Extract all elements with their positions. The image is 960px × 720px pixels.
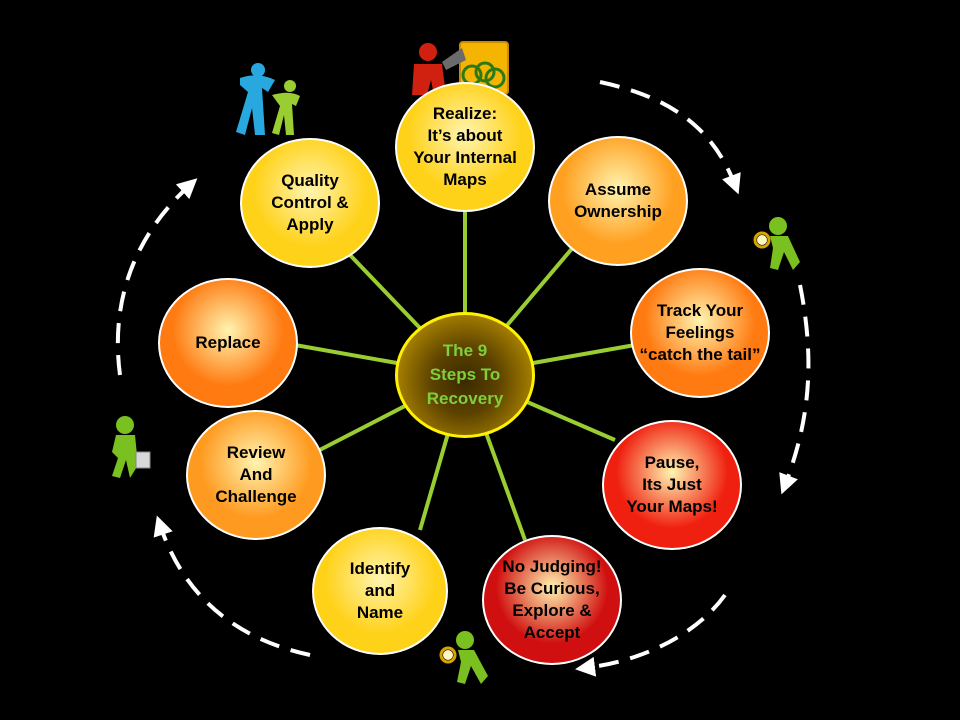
step-node-7: Review And Challenge (186, 410, 326, 540)
step-label-8: Replace (195, 333, 261, 352)
people-icon (236, 63, 300, 135)
step-label-6: Identify and Name (349, 559, 411, 622)
center-hub: The 9 Steps To Recovery (395, 312, 535, 438)
step-node-4: Pause, Its Just Your Maps! (602, 420, 742, 550)
step-label-9: Quality Control & Apply (271, 171, 349, 234)
step-node-1: Realize: It’s about Your Internal Maps (395, 82, 535, 212)
center-label: The 9 Steps To Recovery (426, 341, 504, 408)
arrow-right (779, 284, 811, 495)
step-node-9: Quality Control & Apply (240, 138, 380, 268)
step-node-6: Identify and Name (312, 527, 448, 655)
step-label-3: Track Your Feelings “catch the tail” (639, 301, 761, 364)
step-node-3: Track Your Feelings “catch the tail” (630, 268, 770, 398)
step-label-4: Pause, Its Just Your Maps! (626, 453, 718, 516)
step-node-5: No Judging! Be Curious, Explore & Accept (482, 535, 622, 665)
step-node-2: Assume Ownership (548, 136, 688, 266)
arrow-bottom-right (575, 593, 727, 677)
arrow-left (115, 178, 198, 376)
magnifier-figure-icon (753, 217, 800, 270)
arrow-bottom-left (153, 515, 311, 657)
briefcase-figure-icon (112, 416, 151, 478)
magnifier-figure-icon-bottom (439, 631, 488, 684)
step-node-8: Replace (158, 278, 298, 408)
step-label-2: Assume Ownership (574, 180, 662, 221)
step-label-5: No Judging! Be Curious, Explore & Accept (502, 557, 602, 642)
step-label-1: Realize: It’s about Your Internal Maps (413, 104, 517, 189)
step-label-7: Review And Challenge (215, 443, 297, 506)
cycle-arrows (115, 80, 811, 677)
